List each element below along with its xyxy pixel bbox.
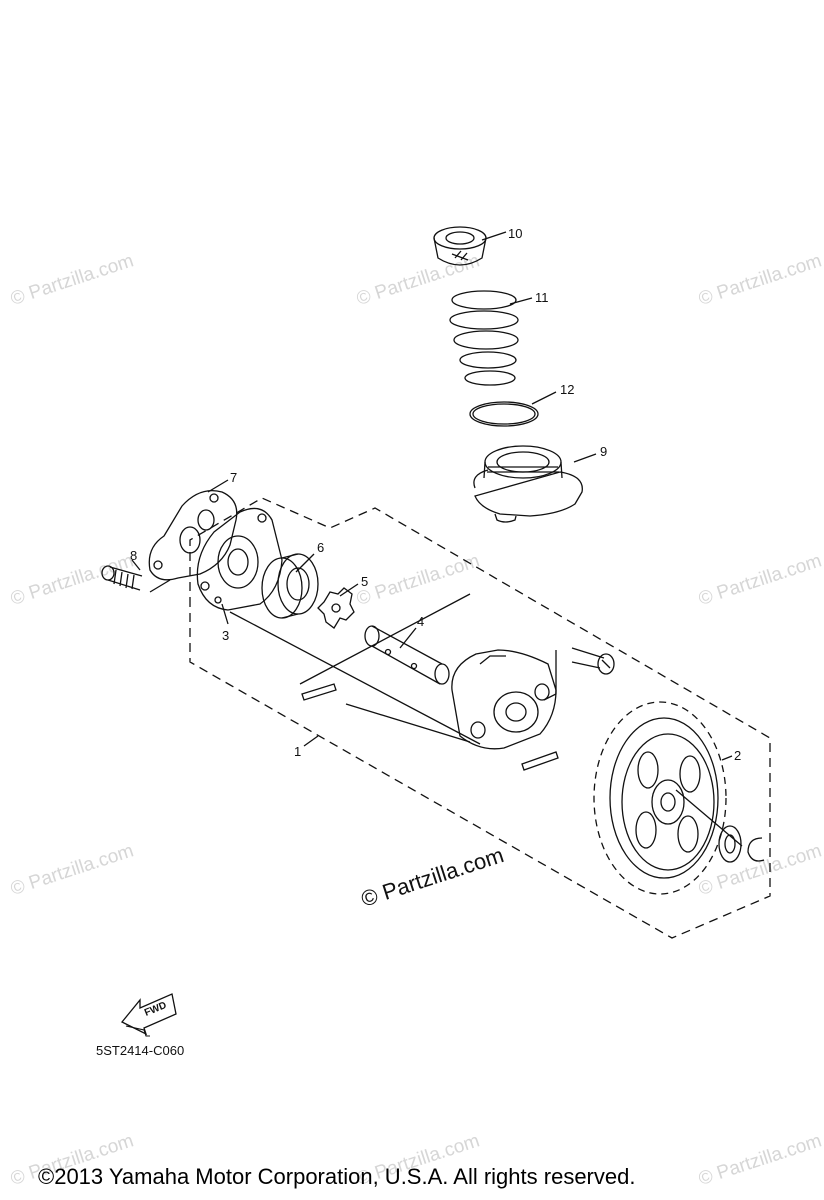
part-bolt-8 <box>101 565 143 591</box>
leader-line <box>573 453 597 463</box>
callout-3: 3 <box>222 628 229 643</box>
leader-line <box>303 735 319 747</box>
leader-line <box>721 755 733 761</box>
part-plug-9 <box>473 445 583 523</box>
part-gasket-7 <box>148 489 238 581</box>
assembly-dashed-outline <box>189 497 771 939</box>
callout-11: 11 <box>535 290 549 305</box>
leader-line <box>131 559 141 571</box>
leader-line <box>399 627 417 649</box>
part-cover-3 <box>196 507 283 611</box>
callout-7: 7 <box>230 470 237 485</box>
part-shaft-4 <box>364 625 450 685</box>
part-cap-10 <box>433 226 487 266</box>
part-washer <box>724 834 736 854</box>
fwd-arrow-icon: FWD <box>120 993 177 1037</box>
part-outer-rotor-6 <box>261 553 319 619</box>
callout-12: 12 <box>560 382 574 397</box>
callout-10: 10 <box>508 226 522 241</box>
callout-5: 5 <box>361 574 368 589</box>
part-dowel-pin <box>301 683 337 701</box>
copyright-notice: ©2013 Yamaha Motor Corporation, U.S.A. A… <box>38 1164 636 1189</box>
leader-line <box>207 479 229 493</box>
callout-8: 8 <box>130 548 137 563</box>
callout-1: 1 <box>294 744 301 759</box>
diagram-code: 5ST2414-C060 <box>96 1043 185 1058</box>
leader-line <box>481 231 507 241</box>
guide-line <box>149 579 481 745</box>
part-inner-rotor-5 <box>317 587 355 629</box>
part-washer <box>718 825 742 863</box>
part-circlip <box>747 837 765 862</box>
leader-line <box>339 583 359 597</box>
part-pump-housing <box>451 649 557 750</box>
part-gear-2 <box>593 701 727 895</box>
callout-6: 6 <box>317 540 324 555</box>
leader-line <box>295 553 315 573</box>
part-dowel-pin <box>521 751 559 771</box>
leader-line <box>509 297 533 305</box>
part-oring-12 <box>469 401 539 427</box>
callout-4: 4 <box>417 614 424 629</box>
leader-line <box>221 603 229 625</box>
leader-line <box>531 391 557 405</box>
guide-line <box>543 650 743 847</box>
callout-9: 9 <box>600 444 607 459</box>
part-spring-11 <box>449 290 519 386</box>
callout-2: 2 <box>734 748 741 763</box>
part-screw <box>571 647 615 675</box>
